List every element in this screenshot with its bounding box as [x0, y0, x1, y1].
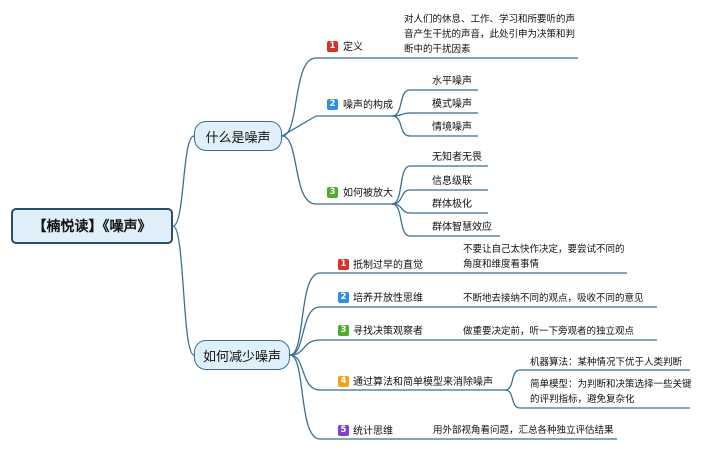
leaf-level-noise[interactable]: 水平噪声 [432, 76, 472, 87]
number-badge: 2 [338, 292, 349, 303]
detail-decision-observer: 做重要决定前，听一下旁观者的独立观点 [463, 326, 635, 337]
detail-machine-algorithms: 机器算法：某种情况下优于人类判断 [530, 357, 683, 368]
number-badge: 2 [327, 99, 338, 110]
leaf-information-cascade[interactable]: 信息级联 [432, 176, 472, 187]
node-noise-composition[interactable]: 噪声的构成 [343, 100, 393, 111]
number-badge: 4 [338, 376, 349, 387]
detail-open-mind: 不断地去接纳不同的观点，吸收不同的意见 [463, 293, 644, 304]
definition-text: 对人们的休息、工作、学习和所要听的声音产生干扰的声音，此处引申为决策和判断中的干… [404, 14, 576, 55]
node-definition[interactable]: 定义 [343, 42, 363, 53]
number-badge: 3 [338, 325, 349, 336]
number-badge: 1 [338, 259, 349, 270]
branch-reduce-noise[interactable]: 如何减少噪声 [194, 340, 290, 370]
node-algorithms-models[interactable]: 通过算法和简单模型来消除噪声 [353, 377, 493, 388]
detail-statistical-thinking: 用外部视角看问题，汇总各种独立评估结果 [433, 425, 614, 436]
node-statistical-thinking[interactable]: 统计思维 [353, 426, 393, 437]
node-resist-intuition[interactable]: 抵制过早的直觉 [353, 260, 423, 271]
leaf-occasion-noise[interactable]: 情境噪声 [432, 122, 472, 133]
node-decision-observer[interactable]: 寻找决策观察者 [353, 326, 423, 337]
leaf-group-polarization[interactable]: 群体极化 [432, 199, 472, 210]
leaf-ignorance[interactable]: 无知者无畏 [432, 152, 482, 163]
node-how-amplified[interactable]: 如何被放大 [343, 188, 393, 199]
number-badge: 5 [338, 425, 349, 436]
leaf-pattern-noise[interactable]: 模式噪声 [432, 99, 472, 110]
root-node[interactable]: 【楠悦读】《噪声》 [11, 208, 173, 244]
detail-resist-intuition: 不要让自己太快作决定，要尝试不同的角度和维度看事情 [463, 244, 625, 270]
branch-what-is-noise[interactable]: 什么是噪声 [194, 121, 282, 151]
detail-simple-models: 简单模型：为判断和决策选择一些关键的评判指标，避免复杂化 [530, 379, 692, 405]
leaf-wisdom-of-crowds[interactable]: 群体智慧效应 [432, 222, 492, 233]
node-open-mind[interactable]: 培养开放性思维 [353, 293, 423, 304]
number-badge: 1 [327, 41, 338, 52]
number-badge: 3 [327, 187, 338, 198]
